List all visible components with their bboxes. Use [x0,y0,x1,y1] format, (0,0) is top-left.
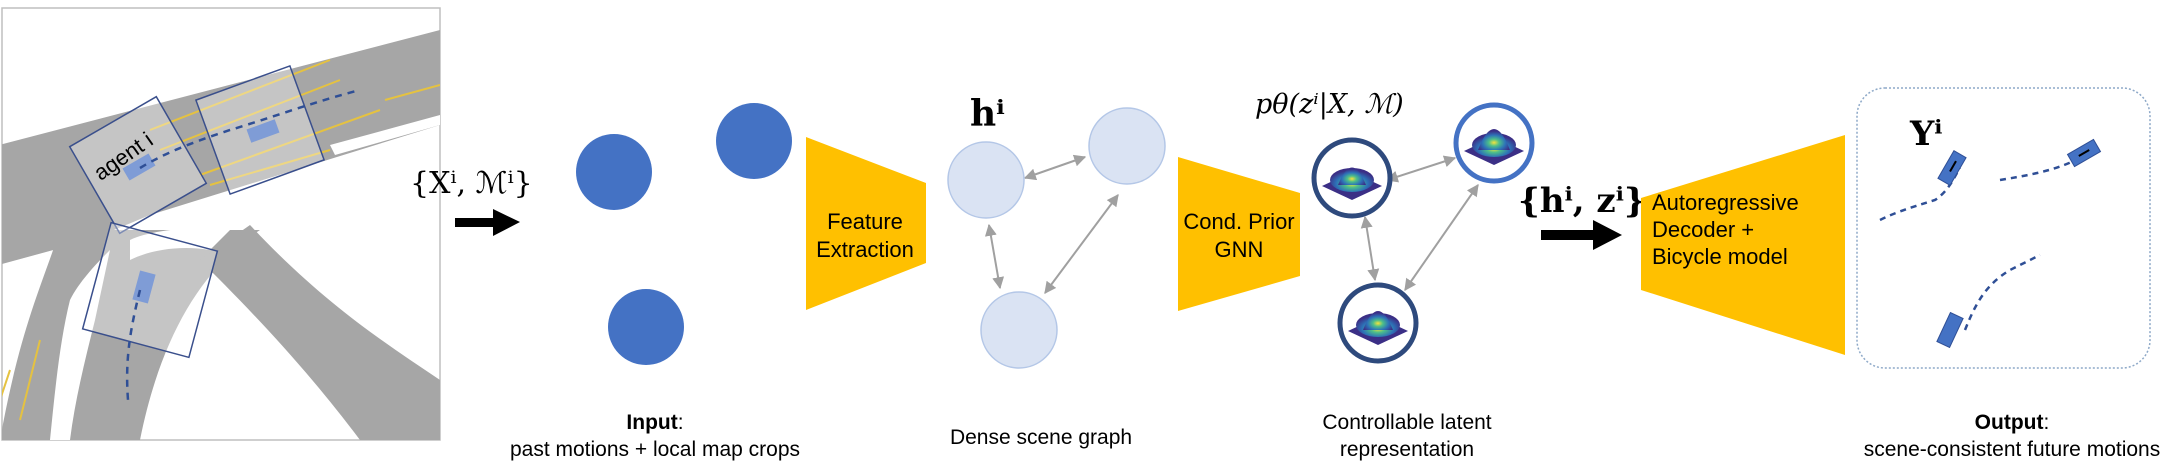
input-node [576,134,652,210]
latent-node [1311,137,1393,219]
input-caption-line2: past motions + local map crops [510,438,800,461]
latent-node [1453,102,1535,184]
scene-graph [947,107,1166,369]
input-node [716,103,792,179]
input-arrow [455,209,520,236]
lane-lines [2,59,440,421]
graph-edge [984,223,1005,290]
output-caption-line1: Output: [1975,411,2050,434]
decoder-box-line1: Autoregressive [1652,190,1799,215]
input-node [608,289,684,365]
cond-prior-gnn-box: Cond. Prior GNN [1178,157,1300,311]
y-symbol: Yⁱ [1909,114,1942,154]
prior-box-line1: Cond. Prior [1183,209,1294,234]
input-caption-line1: Input: [626,411,683,434]
latent-caption-line2: representation [1340,438,1474,461]
decoder-box: Autoregressive Decoder + Bicycle model [1641,135,1845,355]
prior-symbol: pθ(zⁱ|X, ℳ) [1255,89,1404,120]
road-right [200,225,440,440]
map-panel: agent i [1,7,441,441]
agent-crop-1 [68,95,208,235]
output-caption-line2: scene-consistent future motions [1864,438,2160,461]
graph-caption: Dense scene graph [950,426,1132,449]
trajectories [125,88,361,401]
graph-node [947,141,1025,219]
graph-edge [1044,194,1119,294]
hz-symbol: {hⁱ, zⁱ} [1518,181,1646,221]
latent-edge [1404,184,1479,291]
feature-box-line1: Feature [827,209,903,234]
feature-extraction-box: Feature Extraction [806,137,926,310]
prior-box-line2: GNN [1215,237,1264,262]
latent-edge [1360,215,1380,282]
road-main [2,30,440,264]
output-panel: Yⁱ [1856,87,2151,369]
captions: Input: past motions + local map crops De… [510,411,2160,461]
h-symbol: hⁱ [970,93,1005,135]
input-nodes [576,103,792,365]
feature-box-line2: Extraction [816,237,914,262]
graph-edge [1023,154,1087,181]
decoder-arrow [1541,220,1622,250]
latent-graph [1311,102,1535,364]
agent-crop-2 [194,64,326,196]
graph-node [980,291,1058,369]
decoder-box-line3: Bicycle model [1652,244,1788,269]
latent-node [1337,282,1419,364]
output-vehicle [1936,311,1964,349]
input-symbol: {Xⁱ, ℳⁱ} [410,166,533,201]
latent-edge [1385,155,1457,183]
graph-node [1088,107,1166,185]
decoder-box-line2: Decoder + [1652,217,1754,242]
latent-caption-line1: Controllable latent [1322,411,1491,434]
